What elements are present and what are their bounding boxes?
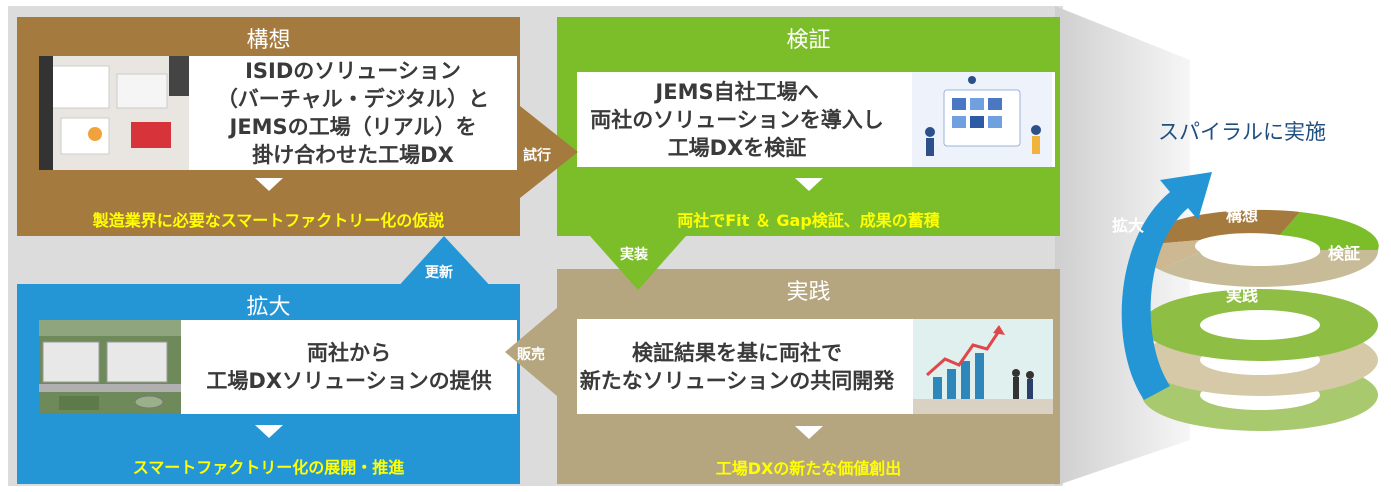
quadrant-practice-text: 検証結果を基に両社で 新たなソリューションの共同開発	[577, 319, 897, 414]
spiral-title: スパイラルに実施	[1158, 120, 1326, 144]
verify-text-line: 工場DXを検証	[667, 135, 807, 160]
growth-chart-illustration-icon	[913, 319, 1053, 414]
trial-label: 試行	[523, 148, 551, 164]
quadrant-plan-card: ISIDのソリューション （バーチャル・デジタル）と JEMSの工場（リアル）を…	[39, 56, 517, 170]
update-label: 更新	[425, 265, 453, 281]
verify-text-line: JEMS自社工場へ	[655, 79, 819, 104]
plan-down-arrow-icon	[255, 178, 283, 191]
spiral-diagram-icon	[1121, 172, 1379, 431]
plan-text-line: （バーチャル・デジタル）と	[216, 87, 490, 111]
implement-label: 実装	[620, 247, 648, 263]
sell-label: 販売	[517, 347, 545, 363]
expand-text-line: 両社から	[306, 341, 391, 365]
verify-text-line: 両社のソリューションを導入し	[590, 107, 884, 132]
spiral-label-plan: 構想	[1226, 206, 1259, 225]
quadrant-practice-result: 工場DXの新たな価値創出	[715, 459, 902, 478]
spiral-label-practice: 実践	[1226, 286, 1259, 305]
practice-down-arrow-icon	[795, 426, 823, 439]
quadrant-expand-text: 両社から 工場DXソリューションの提供	[181, 320, 517, 414]
quadrant-plan-title: 構想	[246, 28, 291, 53]
quadrant-verify-card: JEMS自社工場へ 両社のソリューションを導入し 工場DXを検証	[577, 72, 1055, 167]
verify-down-arrow-icon	[795, 178, 823, 191]
quadrant-verify-result: 両社でFit ＆ Gap検証、成果の蓄積	[677, 211, 940, 230]
quadrant-plan-result: 製造業界に必要なスマートファクトリー化の仮説	[92, 211, 445, 230]
meeting-photo-icon	[39, 56, 189, 170]
quadrant-plan-text: ISIDのソリューション （バーチャル・デジタル）と JEMSの工場（リアル）を…	[189, 56, 517, 170]
quadrant-practice-card: 検証結果を基に両社で 新たなソリューションの共同開発	[577, 319, 1053, 414]
quadrant-expand-result: スマートファクトリー化の展開・推進	[132, 458, 405, 477]
practice-text-line: 検証結果を基に両社で	[632, 340, 842, 365]
plan-text-line: 掛け合わせた工場DX	[252, 143, 454, 167]
spiral-label-expand: 拡大	[1112, 216, 1145, 235]
spiral-label-verify: 検証	[1328, 244, 1361, 263]
quadrant-expand-card: 両社から 工場DXソリューションの提供	[39, 320, 517, 414]
quadrant-practice: 実践 検証結果を基に両社で 新たなソリューションの共同開発 工場DXの新たな価値…	[557, 269, 1060, 484]
factory-aerial-photo-icon	[39, 320, 181, 414]
quadrant-plan: 構想 ISIDのソリューション （バーチャル・デジタル）と JEMSの工場（リア…	[17, 17, 520, 236]
quadrant-expand-title: 拡大	[246, 295, 291, 320]
dashboard-illustration-icon	[912, 72, 1052, 167]
practice-text-line: 新たなソリューションの共同開発	[579, 368, 895, 393]
quadrant-practice-title: 実践	[786, 280, 831, 305]
expand-down-arrow-icon	[255, 425, 283, 438]
quadrant-expand: 拡大 両社から 工場DXソリューションの提供 スマートファクトリー化の展開・推進	[17, 284, 520, 484]
expand-text-line: 工場DXソリューションの提供	[206, 369, 492, 393]
quadrant-verify-text: JEMS自社工場へ 両社のソリューションを導入し 工場DXを検証	[577, 72, 897, 167]
plan-text-line: ISIDのソリューション	[245, 59, 461, 83]
plan-text-line: JEMSの工場（リアル）を	[229, 115, 477, 139]
quadrant-verify: 検証 JEMS自社工場へ 両社のソリューションを導入し 工場DXを検証 両社でF	[557, 17, 1060, 236]
quadrant-verify-title: 検証	[786, 28, 831, 53]
